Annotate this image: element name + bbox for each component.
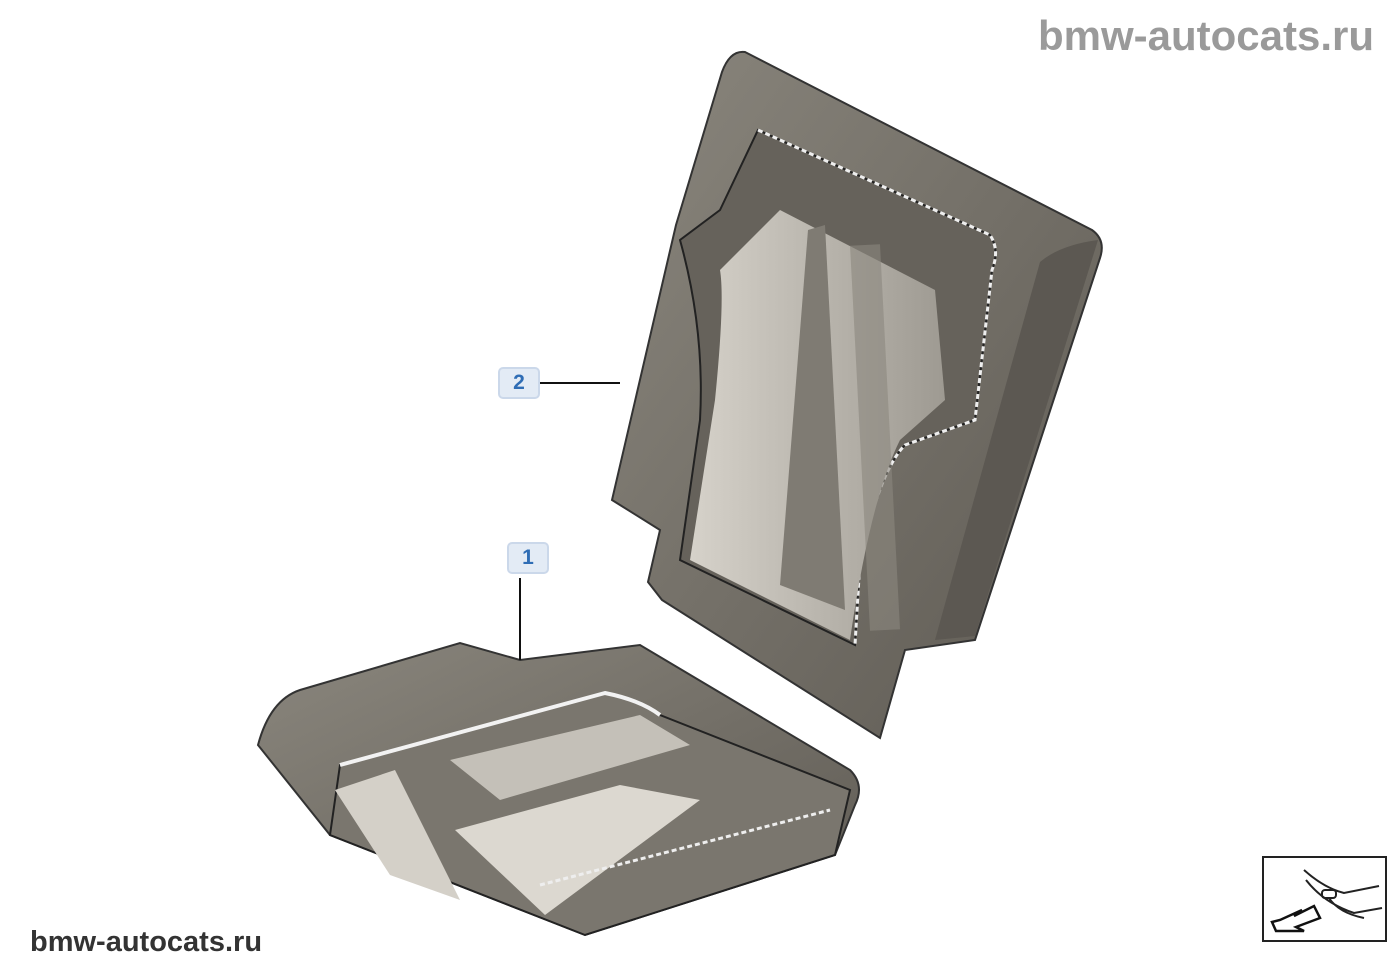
navigate-back-button[interactable] [1262,856,1387,942]
callout-2[interactable]: 2 [498,367,540,399]
watermark-top: bmw-autocats.ru [1037,12,1374,59]
car-front-arrow-icon [1270,869,1383,933]
backrest-cover[interactable] [610,50,1103,740]
callout-1[interactable]: 1 [507,542,549,574]
watermark-bottom: bmw-autocats.ru [30,926,263,958]
seat-cushion-cover[interactable] [256,641,860,937]
